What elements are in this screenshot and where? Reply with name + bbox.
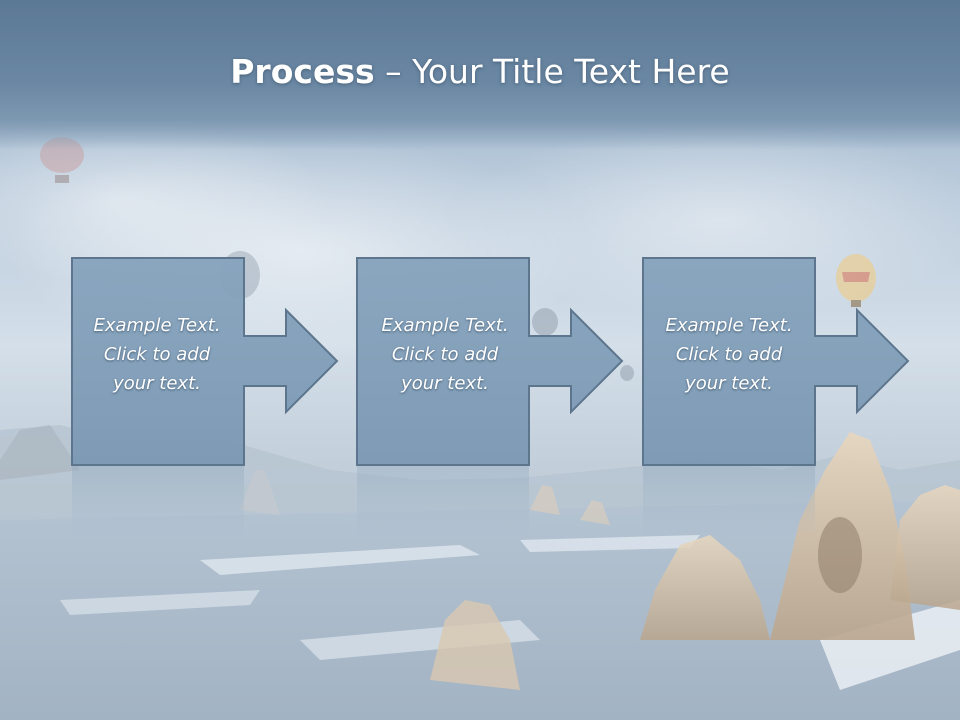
step-text-line: Click to add <box>391 344 499 365</box>
title-bold: Process <box>230 52 375 91</box>
step-text-line: your text. <box>685 373 773 394</box>
step-1-text[interactable]: Example Text. Click to add your text. <box>72 311 242 398</box>
step-2-text[interactable]: Example Text. Click to add your text. <box>360 311 530 398</box>
step-text-line: your text. <box>113 373 201 394</box>
title-band <box>0 0 960 150</box>
step-1-shape[interactable] <box>71 257 339 466</box>
step-3-reflection <box>643 466 815 536</box>
step-text-line: Example Text. <box>93 315 221 336</box>
step-3-text[interactable]: Example Text. Click to add your text. <box>644 311 814 398</box>
step-3-shape[interactable] <box>642 257 910 466</box>
step-2-reflection <box>357 466 529 536</box>
step-1-reflection <box>72 466 244 536</box>
step-text-line: Click to add <box>103 344 211 365</box>
step-text-line: Example Text. <box>665 315 793 336</box>
step-2-shape[interactable] <box>356 257 624 466</box>
balloon-icon <box>620 365 634 381</box>
title-rest: – Your Title Text Here <box>374 52 730 91</box>
slide-title[interactable]: Process – Your Title Text Here <box>0 52 960 91</box>
balloon-icon <box>836 254 876 307</box>
step-text-line: your text. <box>401 373 489 394</box>
balloon-icon <box>532 308 558 336</box>
step-text-line: Example Text. <box>381 315 509 336</box>
step-text-line: Click to add <box>675 344 783 365</box>
